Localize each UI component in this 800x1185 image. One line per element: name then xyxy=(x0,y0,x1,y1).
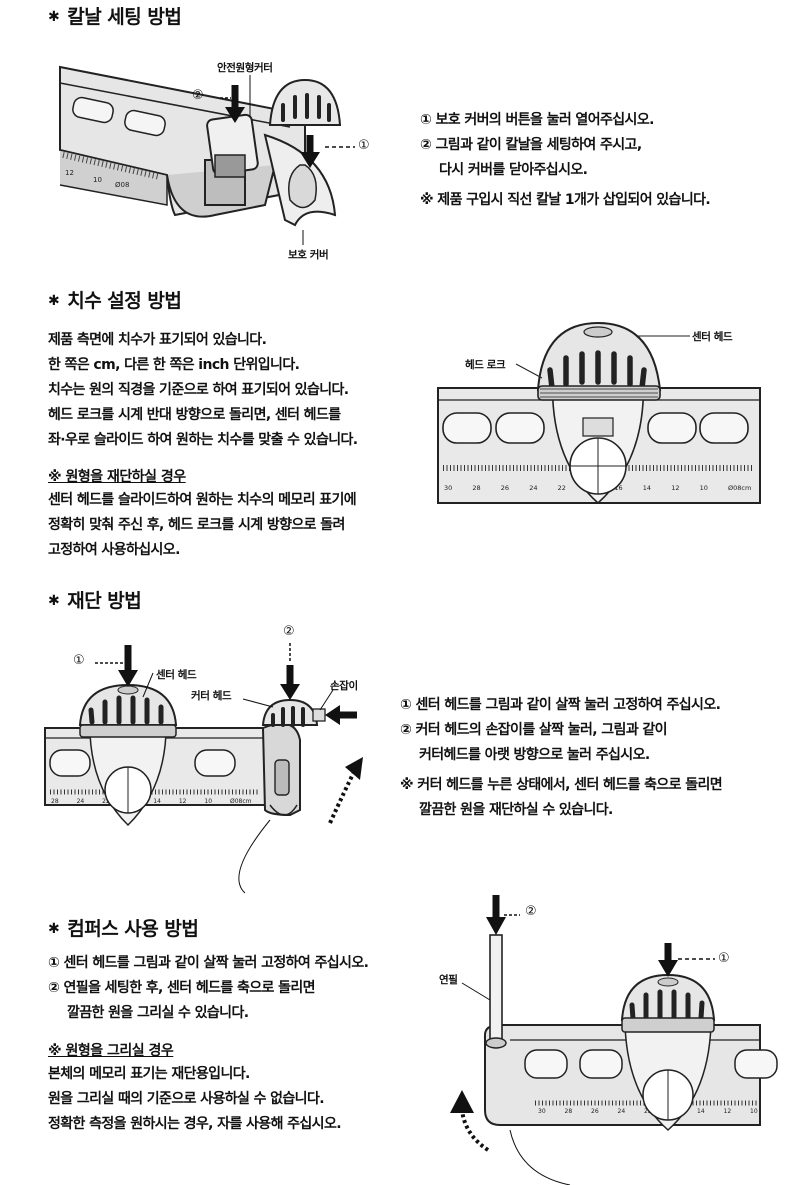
asterisk-icon: ✱ xyxy=(48,293,60,309)
ruler-tick-label: 24 xyxy=(529,484,537,492)
text-line: 치수는 원의 직경을 기준으로 하여 표기되어 있습니다. xyxy=(48,382,349,398)
text-line: 제품 측면에 치수가 표기되어 있습니다. xyxy=(48,332,267,348)
subtitle: ※ 원형을 재단하실 경우 xyxy=(48,469,186,485)
ruler-tick-label: 22 xyxy=(102,798,110,805)
section-title-cutting: ✱ 재단 방법 xyxy=(48,586,142,613)
ruler-tick-label: Ø08cm xyxy=(230,798,252,805)
asterisk-icon: ✱ xyxy=(48,593,60,609)
ruler-tick-label: 30 xyxy=(538,1108,546,1115)
step-2: ② 연필을 세팅한 후, 센터 헤드를 축으로 돌리면 xyxy=(48,980,316,996)
step-2-cont: 다시 커버를 닫아주십시오. xyxy=(439,162,588,178)
subtitle: ※ 원형을 그리실 경우 xyxy=(48,1043,174,1059)
step-1: ① 센터 헤드를 그림과 같이 살짝 눌러 고정하여 주십시오. xyxy=(48,955,369,971)
step-2: ② 그림과 같이 칼날을 세팅하여 주시고, xyxy=(420,137,642,153)
text-line: 좌·우로 슬라이드 하여 원하는 치수를 맞출 수 있습니다. xyxy=(48,432,358,448)
asterisk-icon: ✱ xyxy=(48,921,60,937)
callout-1: ① xyxy=(358,138,370,153)
ruler-tick-label: 10 xyxy=(204,798,212,805)
ruler-tick-label: 10 xyxy=(750,1108,758,1115)
note: ※ 제품 구입시 직선 칼날 1개가 삽입되어 있습니다. xyxy=(420,192,711,208)
text-line: 원을 그리실 때의 기준으로 사용하실 수 없습니다. xyxy=(48,1091,325,1107)
ruler-tick-label: 24 xyxy=(77,798,85,805)
step-2-cont: 깔끔한 원을 그리실 수 있습니다. xyxy=(67,1005,249,1021)
section-title-size-setting: ✱ 치수 설정 방법 xyxy=(48,286,182,313)
ruler-tick-label: 28 xyxy=(51,798,59,805)
svg-text:10: 10 xyxy=(93,176,102,184)
blade-setting-steps: ① 보호 커버의 버튼을 눌러 열어주십시오. ② 그림과 같이 칼날을 세팅하… xyxy=(420,108,711,213)
label-center-head: 센터 헤드 xyxy=(156,669,197,681)
note: ※ 커터 헤드를 누른 상태에서, 센터 헤드를 축으로 돌리면 xyxy=(400,777,723,793)
label-pencil: 연필 xyxy=(439,974,458,986)
section-title-compass: ✱ 컴퍼스 사용 방법 xyxy=(48,914,199,941)
ruler-tick-label: 30 xyxy=(444,484,452,492)
compass-text: ① 센터 헤드를 그림과 같이 살짝 눌러 고정하여 주십시오. ② 연필을 세… xyxy=(48,951,369,1137)
text-line: 센터 헤드를 슬라이드하여 원하는 치수의 메모리 표기에 xyxy=(48,492,357,508)
label-head-lock: 헤드 로크 xyxy=(465,359,506,371)
asterisk-icon: ✱ xyxy=(48,9,60,25)
ruler-tick-label: 12 xyxy=(724,1108,732,1115)
text-line: 정확한 측정을 원하시는 경우, 자를 사용해 주십시오. xyxy=(48,1116,342,1132)
blade-setting-illustration: 12 10 Ø08 xyxy=(59,65,355,245)
text-line: 헤드 로크를 시계 반대 방향으로 돌리면, 센터 헤드를 xyxy=(48,407,341,423)
callout-1: ① xyxy=(718,951,730,966)
label-center-head: 센터 헤드 xyxy=(692,331,733,343)
section-title-text: 치수 설정 방법 xyxy=(67,290,182,312)
label-protect-cover: 보호 커버 xyxy=(288,249,329,261)
step-2: ② 커터 헤드의 손잡이를 살짝 눌러, 그림과 같이 xyxy=(400,722,668,738)
ruler-tick-label: 26 xyxy=(591,1108,599,1115)
label-safety-cutter: 안전원형커터 xyxy=(217,62,273,74)
size-setting-text: 제품 측면에 치수가 표기되어 있습니다. 한 쪽은 cm, 다른 한 쪽은 i… xyxy=(48,328,358,563)
ruler-tick-label: 14 xyxy=(153,798,161,805)
ruler-tick-label: 12 xyxy=(179,798,187,805)
callout-2: ② xyxy=(192,88,204,103)
cutting-steps: ① 센터 헤드를 그림과 같이 살짝 눌러 고정하여 주십시오. ② 커터 헤드… xyxy=(400,693,723,823)
ruler-tick-label: 24 xyxy=(618,1108,626,1115)
text-line: 고정하여 사용하십시오. xyxy=(48,542,180,558)
callout-2: ② xyxy=(525,904,537,919)
text-line: 한 쪽은 cm, 다른 한 쪽은 inch 단위입니다. xyxy=(48,357,300,373)
ruler-tick-label: 28 xyxy=(472,484,480,492)
step-2-cont: 커터헤드를 아랫 방향으로 눌러 주십시오. xyxy=(419,747,650,763)
ruler-tick-label: 12 xyxy=(671,484,679,492)
compass-illustration: 302826242218141210 xyxy=(450,895,778,1185)
ruler-tick-label: 14 xyxy=(697,1108,705,1115)
step-1: ① 보호 커버의 버튼을 눌러 열어주십시오. xyxy=(420,112,654,128)
ruler-tick-label: Ø08cm xyxy=(728,484,751,492)
text-line: 본체의 메모리 표기는 재단용입니다. xyxy=(48,1066,250,1082)
callout-2: ② xyxy=(283,624,295,639)
size-setting-illustration: 30282624221816141210Ø08cm xyxy=(437,321,761,505)
ruler-tick-label: 16 xyxy=(614,484,622,492)
section-title-blade-setting: ✱ 칼날 세팅 방법 xyxy=(48,2,182,29)
svg-text:Ø08: Ø08 xyxy=(115,181,129,189)
callout-1: ① xyxy=(73,653,85,668)
step-1: ① 센터 헤드를 그림과 같이 살짝 눌러 고정하여 주십시오. xyxy=(400,697,721,713)
note-cont: 깔끔한 원을 재단하실 수 있습니다. xyxy=(419,802,613,818)
ruler-tick-label: 14 xyxy=(643,484,651,492)
ruler-tick-label: 22 xyxy=(558,484,566,492)
section-title-text: 컴퍼스 사용 방법 xyxy=(67,918,199,940)
cutting-illustration: 28242218141210Ø08cm xyxy=(44,643,363,894)
text-line: 정확히 맞춰 주신 후, 헤드 로크를 시계 방향으로 돌려 xyxy=(48,517,345,533)
label-handle: 손잡이 xyxy=(330,680,358,692)
ruler-tick-label: 10 xyxy=(700,484,708,492)
ruler-tick-label: 28 xyxy=(565,1108,573,1115)
label-cutter-head: 커터 헤드 xyxy=(191,690,232,702)
ruler-tick-label: 22 xyxy=(644,1108,652,1115)
ruler-tick-label: 26 xyxy=(501,484,509,492)
section-title-text: 재단 방법 xyxy=(67,590,142,612)
svg-text:12: 12 xyxy=(65,169,74,177)
section-title-text: 칼날 세팅 방법 xyxy=(67,6,182,28)
